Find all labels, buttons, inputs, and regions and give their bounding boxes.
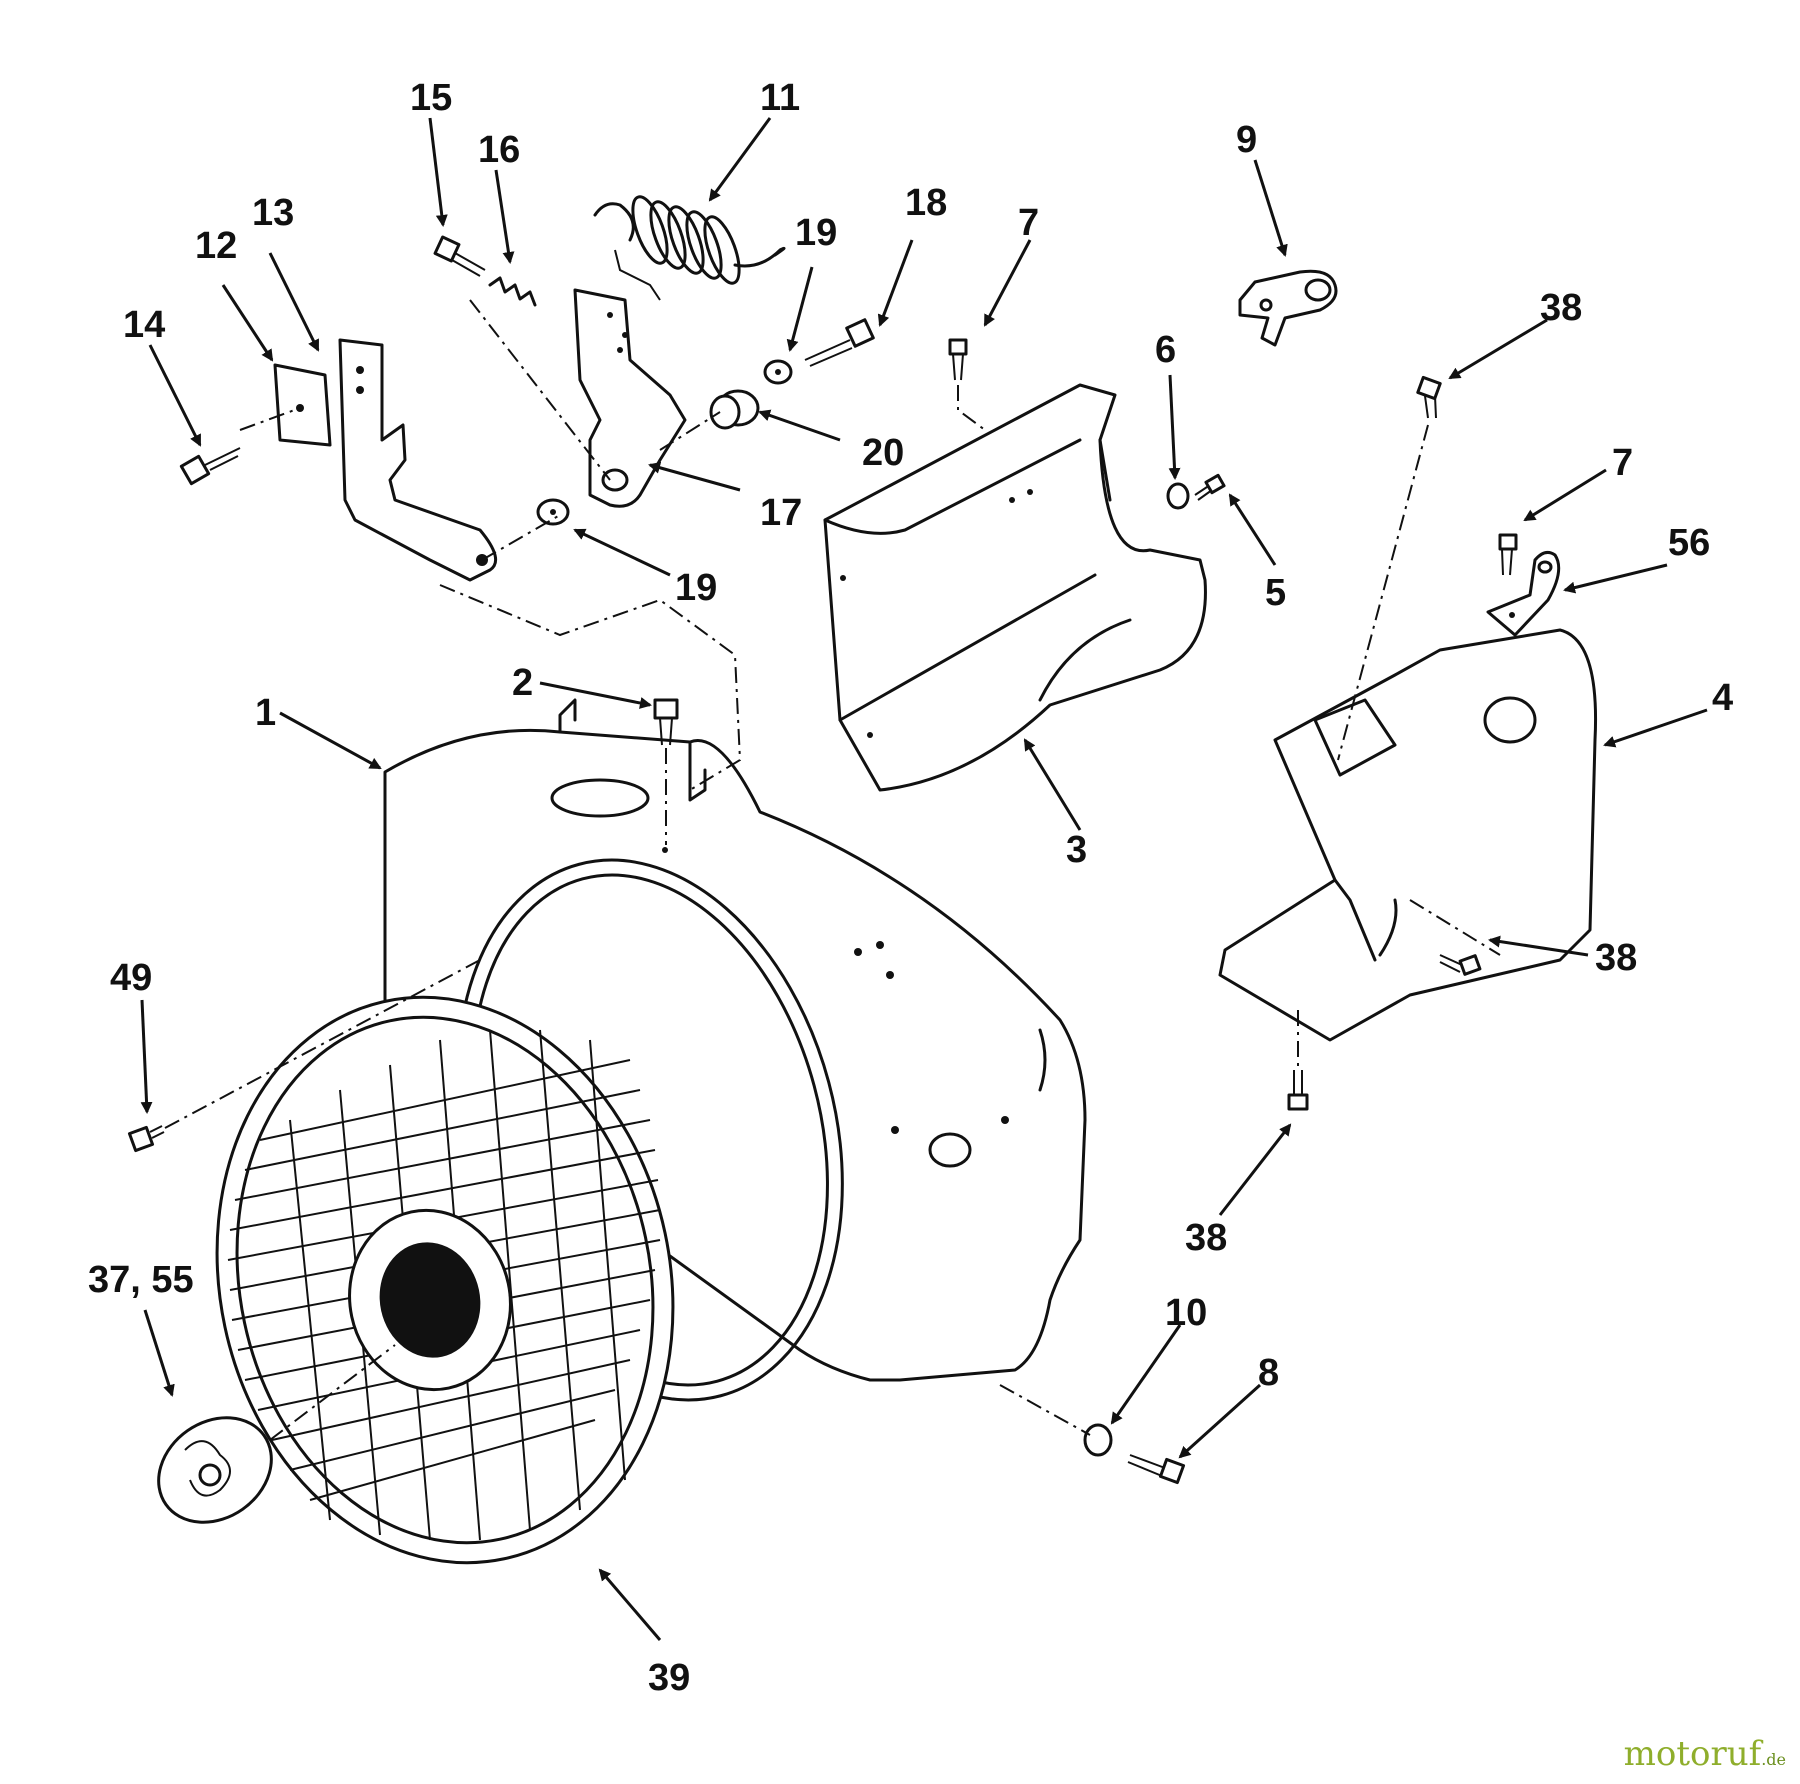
screw-7-right xyxy=(1498,533,1518,576)
screw-38-top xyxy=(1337,375,1442,761)
callout-labels: 11 15 16 13 12 14 19 18 20 17 19 7 9 38 … xyxy=(88,77,1733,1699)
watermark-text-1: motoruf xyxy=(1623,1734,1762,1774)
callout-3: 3 xyxy=(1066,829,1087,871)
callout-10: 10 xyxy=(1165,1292,1207,1334)
callout-20: 20 xyxy=(862,432,904,474)
callout-17: 17 xyxy=(760,492,802,534)
callout-16: 16 xyxy=(478,129,520,171)
screw-38-bottom xyxy=(1287,1010,1309,1111)
callout-12: 12 xyxy=(195,225,237,267)
washer-6 xyxy=(1166,482,1190,510)
callout-49: 49 xyxy=(110,957,152,999)
screw-5 xyxy=(1194,473,1226,501)
side-shroud xyxy=(1218,628,1598,1042)
callout-7-upper: 7 xyxy=(1018,202,1039,244)
callout-18: 18 xyxy=(905,182,947,224)
screw-7-upper xyxy=(948,338,986,431)
callout-7-right: 7 xyxy=(1612,442,1633,484)
plate xyxy=(239,363,332,447)
callout-38-bottom: 38 xyxy=(1185,1217,1227,1259)
screw-18 xyxy=(804,318,875,367)
link-path xyxy=(439,514,742,791)
bracket-56 xyxy=(1486,550,1561,637)
control-bracket xyxy=(338,338,498,582)
callout-14: 14 xyxy=(123,304,165,346)
spacer-20 xyxy=(659,389,760,451)
throttle-bracket xyxy=(469,288,687,508)
washer-10 xyxy=(999,1384,1113,1457)
callout-9: 9 xyxy=(1236,119,1257,161)
callout-19-lower: 19 xyxy=(675,567,717,609)
callout-2: 2 xyxy=(512,662,533,704)
callout-8: 8 xyxy=(1258,1352,1279,1394)
callout-1: 1 xyxy=(255,692,276,734)
callout-5: 5 xyxy=(1265,572,1286,614)
clamp-9 xyxy=(1238,269,1338,347)
cylinder-shroud xyxy=(823,383,1207,792)
callout-38-top: 38 xyxy=(1540,287,1582,329)
watermark-suffix: .de xyxy=(1761,1750,1786,1769)
hub-cap xyxy=(157,1344,396,1524)
screw-8 xyxy=(1127,1454,1186,1485)
callout-4: 4 xyxy=(1712,677,1733,719)
callout-56: 56 xyxy=(1668,522,1710,564)
spring-16 xyxy=(488,276,537,307)
washer-19-lower xyxy=(536,498,570,526)
watermark: motoruf.de xyxy=(1624,1734,1786,1774)
callout-15: 15 xyxy=(410,77,452,119)
spring xyxy=(593,195,786,301)
callout-19-upper: 19 xyxy=(795,212,837,254)
callout-6: 6 xyxy=(1155,329,1176,371)
screw-14 xyxy=(179,447,241,486)
callout-13: 13 xyxy=(252,192,294,234)
screw-49 xyxy=(127,959,481,1153)
callout-38-mid: 38 xyxy=(1595,937,1637,979)
screw-38-mid xyxy=(1439,954,1482,976)
callout-11: 11 xyxy=(760,77,800,119)
screw-2 xyxy=(653,698,679,845)
washer-19-upper xyxy=(763,359,793,385)
callout-37-55: 37, 55 xyxy=(88,1259,194,1301)
fan-grille xyxy=(215,995,675,1565)
screw-15 xyxy=(433,235,486,277)
leader-arrows xyxy=(140,117,1708,1641)
blower-housing xyxy=(383,698,1087,1402)
callout-39: 39 xyxy=(648,1657,690,1699)
